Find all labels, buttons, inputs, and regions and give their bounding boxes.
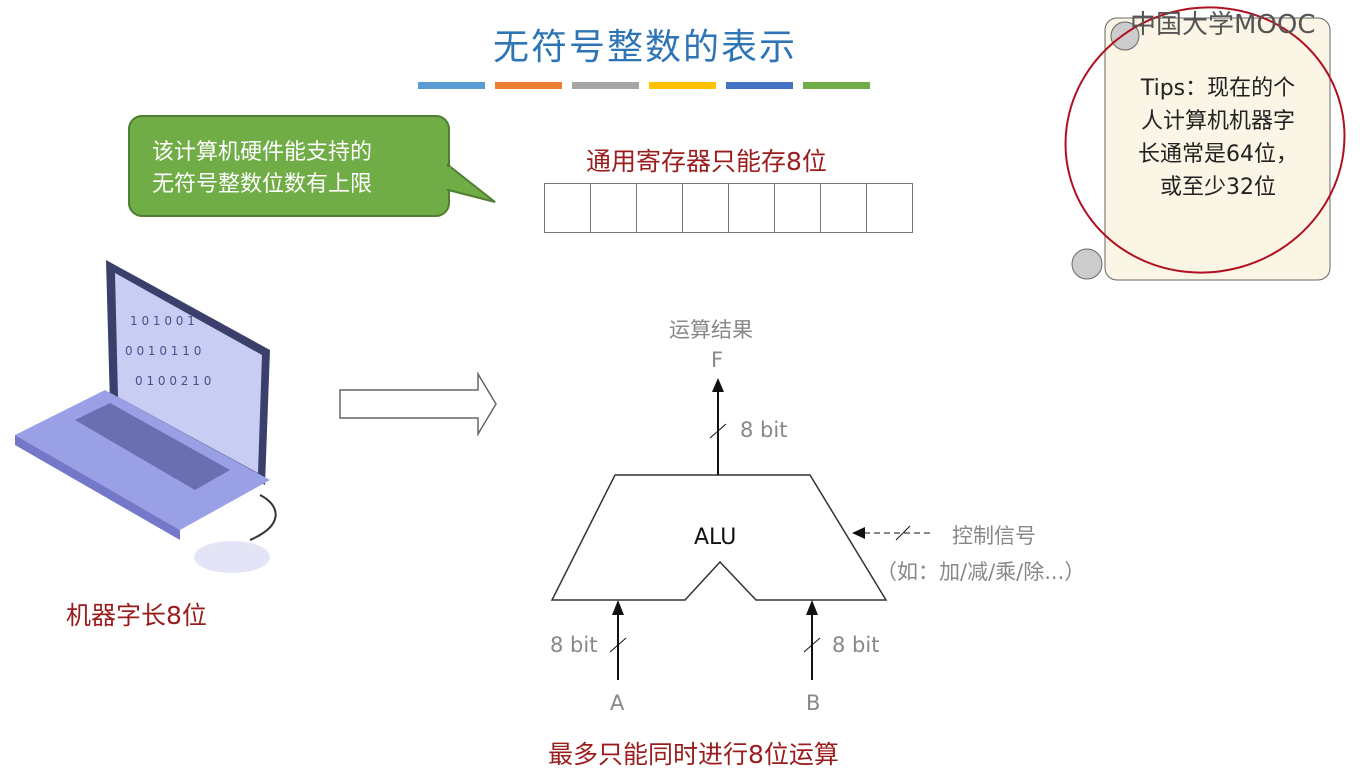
accent-bar [572, 82, 639, 89]
tips-line: 或至少32位 [1160, 175, 1276, 200]
laptop-icon: 1 0 1 0 0 1 0 0 1 0 1 1 0 0 1 0 0 2 1 0 [15, 260, 277, 573]
alu-diagram [550, 378, 930, 680]
control-label: 控制信号 [952, 524, 1036, 548]
laptop-label: 机器字长8位 [66, 601, 207, 630]
callout-line: 无符号整数位数有上限 [152, 172, 373, 197]
accent-bar [649, 82, 716, 89]
tips-text: Tips：现在的个 人计算机机器字 长通常是64位， 或至少32位 [1118, 72, 1318, 204]
input-b-width: 8 bit [832, 633, 880, 657]
result-label: 运算结果 [669, 318, 753, 342]
speech-callout: 该计算机硬件能支持的 无符号整数位数有上限 [128, 115, 450, 217]
callout-line: 该计算机硬件能支持的 [152, 140, 373, 165]
input-a-width: 8 bit [550, 633, 598, 657]
input-b: B [806, 691, 821, 715]
svg-text:1 0 1 0 0 1: 1 0 1 0 0 1 [130, 314, 195, 328]
accent-bar [726, 82, 793, 89]
tips-line: Tips：现在的个 [1140, 76, 1296, 101]
output-width: 8 bit [740, 418, 788, 442]
slide-title: 无符号整数的表示 [492, 27, 797, 68]
accent-bar [495, 82, 562, 89]
svg-text:0 0 1 0 1 1 0: 0 0 1 0 1 1 0 [125, 344, 201, 358]
control-examples: （如：加/减/乘/除...） [876, 560, 1086, 584]
alu-caption: 最多只能同时进行8位运算 [548, 740, 839, 769]
alu-label: ALU [694, 525, 737, 550]
register-label: 通用寄存器只能存8位 [586, 147, 827, 176]
accent-bar [803, 82, 870, 89]
tips-line: 人计算机机器字 [1140, 109, 1295, 134]
output-f: F [711, 348, 724, 372]
svg-text:0 1 0 0 2 1 0: 0 1 0 0 2 1 0 [135, 374, 211, 388]
mooc-logo: 中国大学MOOC [1130, 10, 1316, 40]
scroll-note [1064, 6, 1346, 281]
accent-bar [418, 82, 485, 89]
callout-tail [440, 162, 496, 203]
right-arrow-icon [339, 372, 497, 436]
input-a: A [610, 691, 625, 715]
tips-line: 长通常是64位， [1138, 142, 1298, 167]
register-cells [544, 183, 913, 233]
